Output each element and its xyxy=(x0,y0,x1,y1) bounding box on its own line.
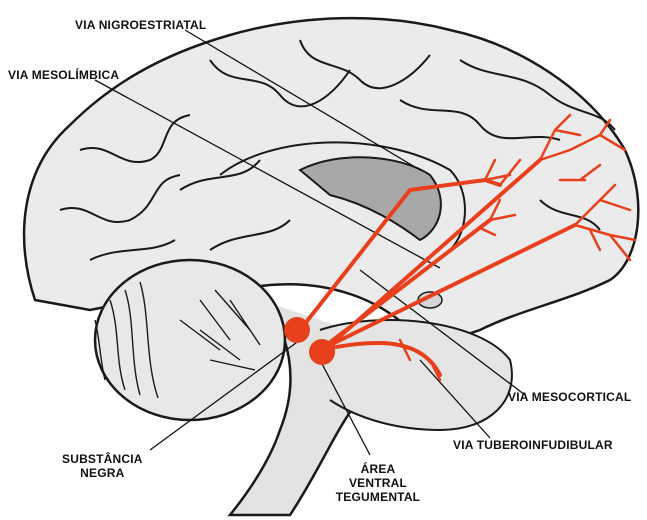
label-nigroestriatal: VIA NIGROESTRIATAL xyxy=(75,18,206,32)
label-substantia-line2: NEGRA xyxy=(62,466,143,480)
label-substantia-nigra: SUBSTÂNCIA NEGRA xyxy=(62,452,143,480)
label-vta-line1: ÁREA xyxy=(333,462,423,476)
vta-node xyxy=(309,339,335,365)
label-tuberoinfundibular: VIA TUBEROINFUDIBULAR xyxy=(453,438,613,452)
label-vta-line2: VENTRAL xyxy=(333,476,423,490)
label-mesocortical: VIA MESOCORTICAL xyxy=(508,390,631,404)
substantia-nigra-node xyxy=(284,317,310,343)
label-mesolimbica: VIA MESOLÍMBICA xyxy=(8,68,119,82)
label-vta: ÁREA VENTRAL TEGUMENTAL xyxy=(333,462,423,504)
label-vta-line3: TEGUMENTAL xyxy=(333,490,423,504)
label-substantia-line1: SUBSTÂNCIA xyxy=(62,452,143,466)
